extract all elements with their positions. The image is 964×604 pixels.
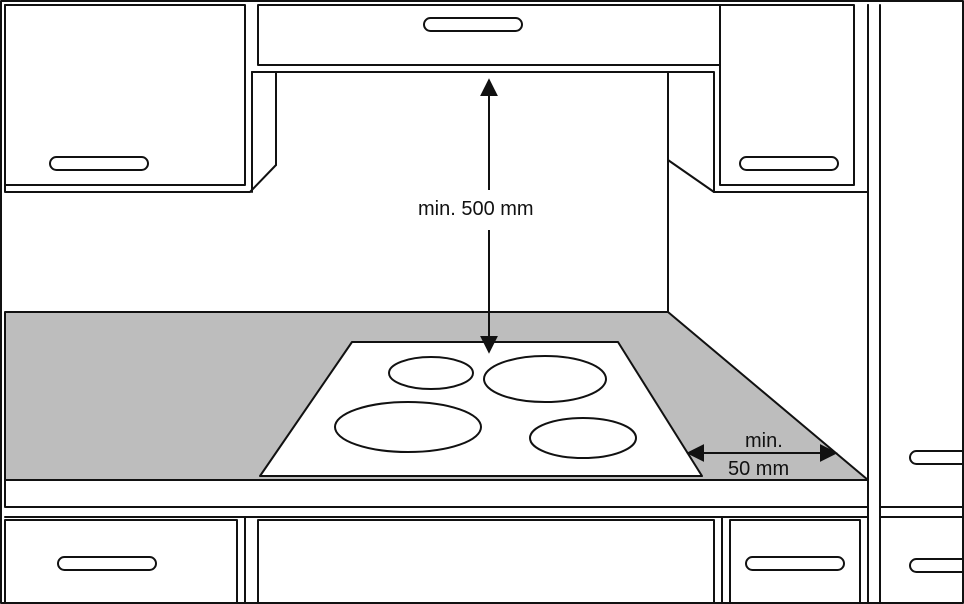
base-cabinets xyxy=(4,506,869,604)
cabinet-handle xyxy=(57,556,157,571)
height-clearance-label: min. 500 mm xyxy=(418,198,534,220)
cabinet-handle xyxy=(739,156,839,171)
burner-small-back xyxy=(388,356,474,390)
cabinet-handle xyxy=(49,156,149,171)
range-hood xyxy=(251,4,721,193)
base-cabinet-left xyxy=(4,519,238,604)
side-clearance-label-line2: 50 mm xyxy=(728,458,790,480)
base-cabinet-middle xyxy=(257,519,715,604)
cabinet-handle xyxy=(745,556,845,571)
base-cabinet-right xyxy=(729,519,861,604)
burner-large-back xyxy=(483,355,607,403)
burner-small-front xyxy=(529,417,637,459)
wall-niche xyxy=(275,71,715,313)
tall-cabinet xyxy=(867,4,964,604)
tall-cabinet-handle xyxy=(909,558,964,573)
upper-cabinet-left xyxy=(4,4,277,193)
upper-cabinet-right xyxy=(713,4,869,193)
cooktop xyxy=(259,341,703,477)
tall-cabinet-handle xyxy=(909,450,964,465)
side-clearance-label-line1: min. xyxy=(745,430,783,452)
burner-large-front xyxy=(334,401,482,453)
countertop-edge xyxy=(4,479,869,508)
hood-handle xyxy=(423,17,523,32)
